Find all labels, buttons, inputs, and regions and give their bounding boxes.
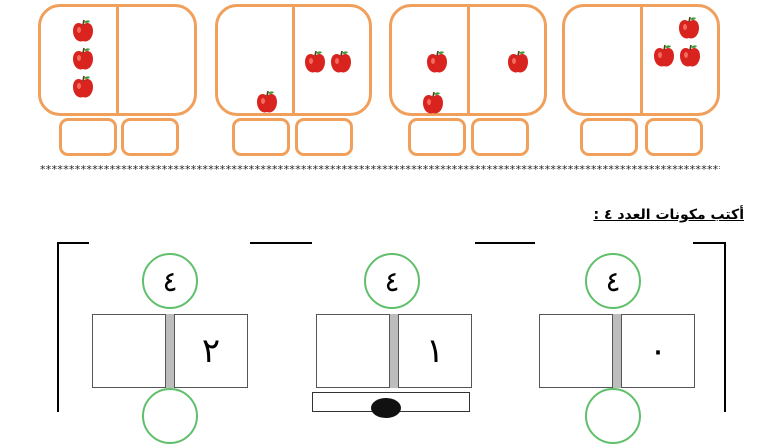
part-box-left[interactable]: [539, 314, 613, 388]
exercise-title: أكتب مكونات العدد ٤ :: [593, 207, 744, 223]
apple-card-2: [215, 4, 372, 116]
apple-icon: [304, 50, 326, 74]
apple-card-3: [389, 4, 547, 116]
whole-number-circle: ٤: [364, 253, 420, 309]
apple-icon: [256, 90, 278, 114]
answer-box[interactable]: [295, 118, 353, 156]
apple-icon: [72, 75, 94, 99]
apple-icon: [507, 50, 529, 74]
frame-line: [693, 242, 725, 244]
part-gap: [613, 314, 621, 388]
frame-line: [475, 242, 535, 244]
apple-icon: [679, 44, 701, 68]
next-item-box: [312, 392, 470, 418]
whole-number-circle: ٤: [142, 253, 198, 309]
frame-line: [57, 242, 89, 244]
answer-box[interactable]: [471, 118, 529, 156]
apple-icon: [426, 50, 448, 74]
part-box-right[interactable]: ١: [398, 314, 472, 388]
separator-stars: ****************************************…: [40, 163, 720, 176]
whole-number-circle-next: [142, 388, 198, 444]
card-divider: [292, 7, 295, 113]
answer-box[interactable]: [580, 118, 638, 156]
part-gap: [390, 314, 398, 388]
answer-box[interactable]: [59, 118, 117, 156]
frame-line: [724, 242, 726, 412]
apple-icon: [72, 47, 94, 71]
answer-box[interactable]: [645, 118, 703, 156]
apple-icon: [72, 19, 94, 43]
answer-box[interactable]: [121, 118, 179, 156]
next-item-blob: [371, 398, 401, 418]
part-box-left[interactable]: [92, 314, 166, 388]
part-gap: [166, 314, 174, 388]
part-box-right[interactable]: ٢: [174, 314, 248, 388]
apple-icon: [653, 44, 675, 68]
whole-number-circle-next: [585, 388, 641, 444]
whole-number-circle: ٤: [585, 253, 641, 309]
card-divider: [639, 7, 643, 113]
card-divider: [116, 7, 119, 113]
apple-icon: [330, 50, 352, 74]
frame-line: [250, 242, 312, 244]
apple-icon: [422, 91, 444, 115]
answer-box[interactable]: [232, 118, 290, 156]
part-box-right[interactable]: ٠: [621, 314, 695, 388]
part-box-left[interactable]: [316, 314, 390, 388]
frame-line: [57, 242, 59, 412]
apple-card-1: [38, 4, 197, 116]
answer-box[interactable]: [408, 118, 466, 156]
card-divider: [466, 7, 470, 113]
apple-icon: [678, 16, 700, 40]
apple-card-4: [562, 4, 720, 116]
